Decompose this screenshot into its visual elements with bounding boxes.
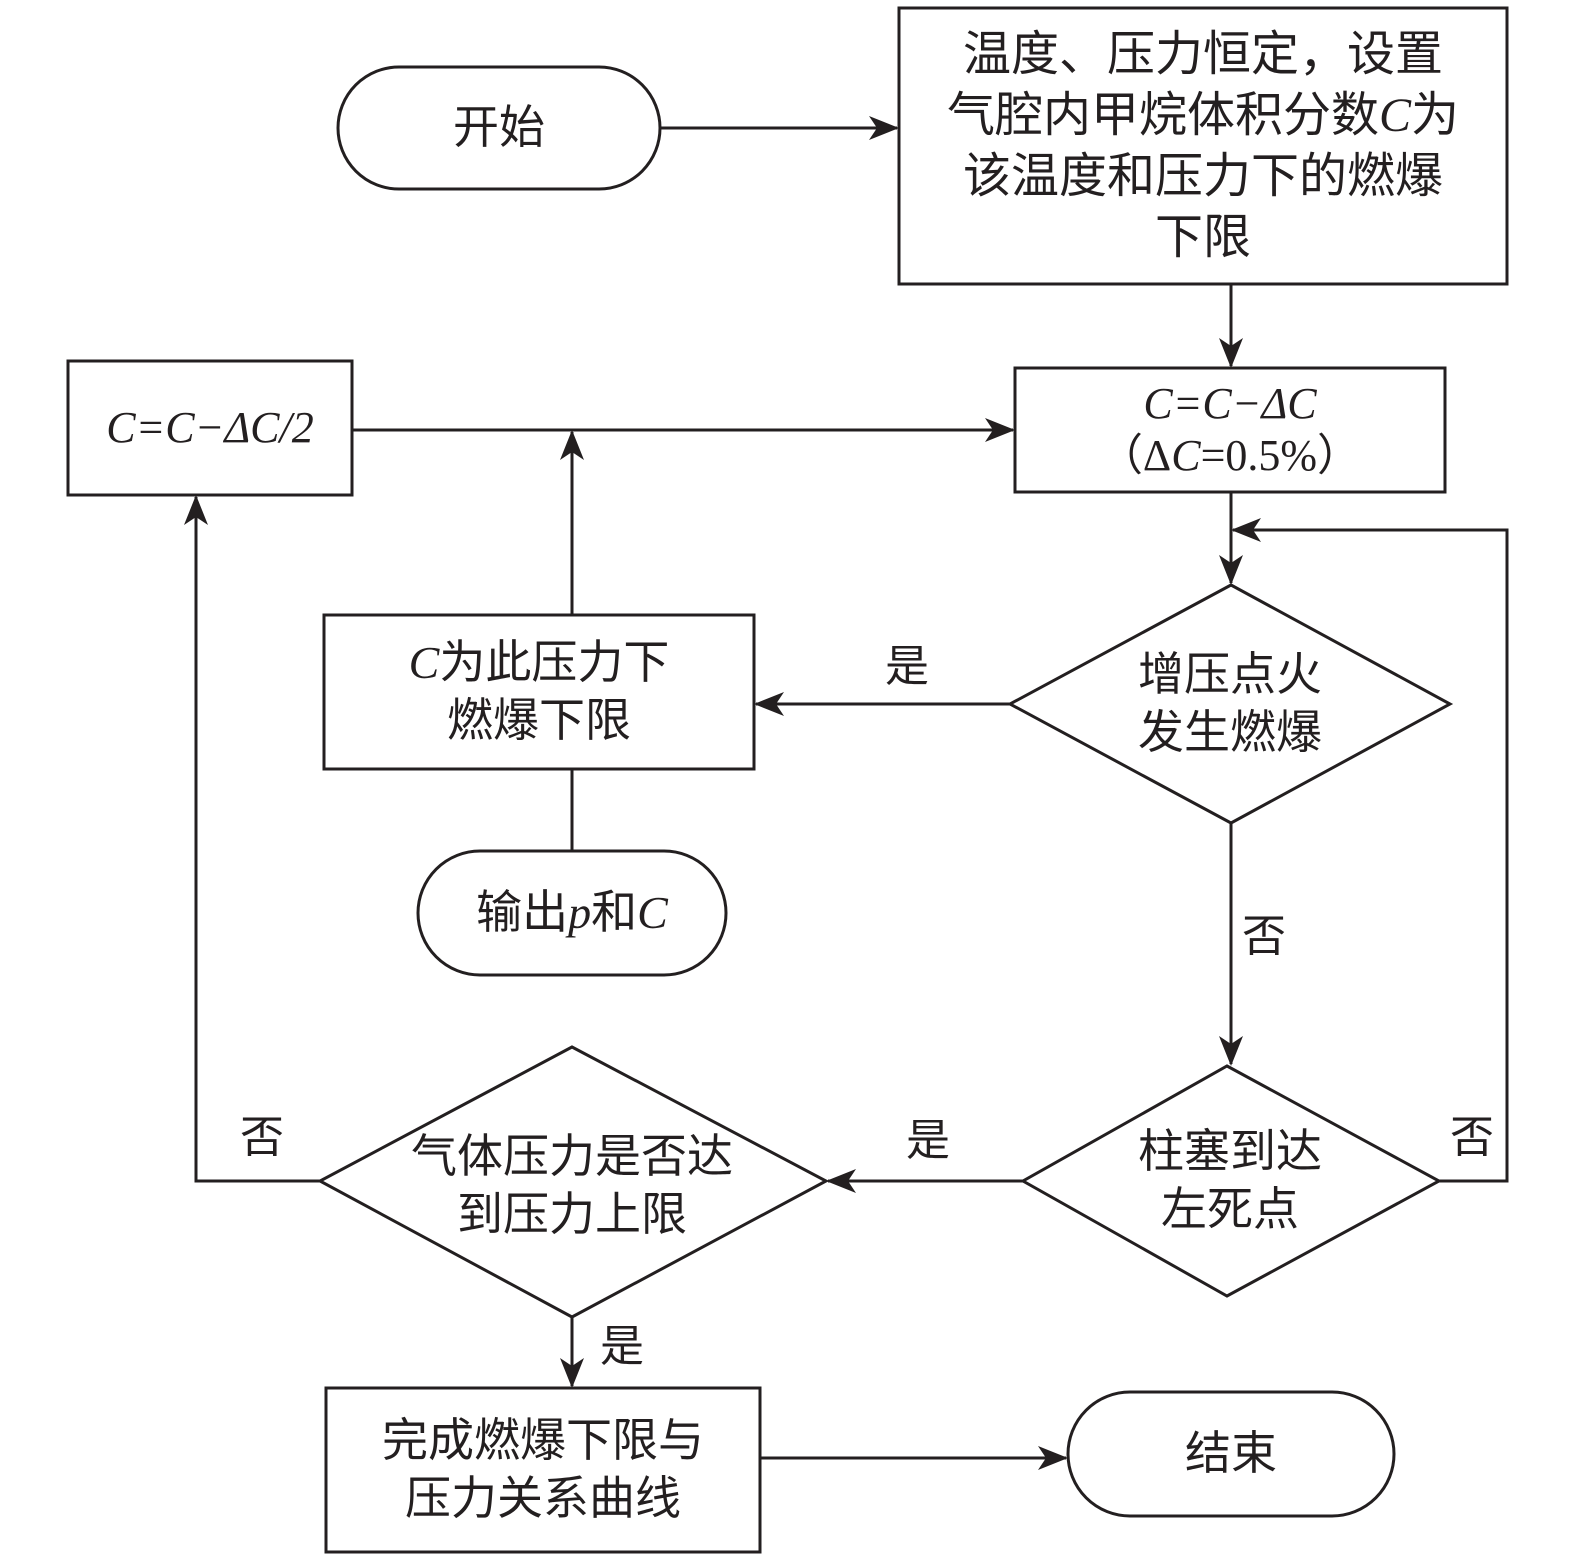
edge-label-piston-yes: 是 <box>906 1116 950 1165</box>
init-label: 温度、压力恒定，设置 气腔内甲烷体积分数C为 该温度和压力下的燃爆 下限 <box>946 28 1460 264</box>
ignite-decision-label: 增压点火 发生燃爆 <box>1138 649 1322 758</box>
finish-curve-process-box <box>324 1386 762 1554</box>
finish-curve-label: 完成燃爆下限与 压力关系曲线 <box>382 1415 704 1524</box>
output-label: 输出p和C <box>476 887 668 938</box>
edge-label-piston-no: 否 <box>1450 1113 1494 1162</box>
edge-label-ignite-no: 否 <box>1242 912 1286 961</box>
init-process-box <box>897 6 1509 286</box>
start-label: 开始 <box>453 102 545 153</box>
edge-label-ignite-yes: 是 <box>885 642 929 691</box>
decrement-process-box <box>1013 366 1447 494</box>
record-limit-label: C为此压力下 燃爆下限 <box>408 637 670 746</box>
edge-label-pressure-yes: 是 <box>600 1322 644 1371</box>
pressure-decision-label: 气体压力是否达 到压力上限 <box>411 1131 733 1240</box>
edge-label-pressure-no: 否 <box>240 1113 284 1162</box>
edge-piston-no-loop <box>1231 518 1509 1183</box>
piston-decision-diamond <box>1019 1064 1443 1298</box>
edge-pressure-no-to-half-step <box>184 495 320 1183</box>
end-label: 结束 <box>1185 1428 1277 1479</box>
half-step-label: C=C−ΔC/2 <box>106 403 314 452</box>
end-terminal <box>1066 1390 1396 1518</box>
decrement-label: C=C−ΔC （ΔC=0.5%） <box>1098 379 1362 480</box>
half-step-process-box <box>66 359 354 497</box>
record-limit-process-box <box>322 613 756 771</box>
piston-decision-label: 柱塞到达 左死点 <box>1138 1126 1322 1235</box>
